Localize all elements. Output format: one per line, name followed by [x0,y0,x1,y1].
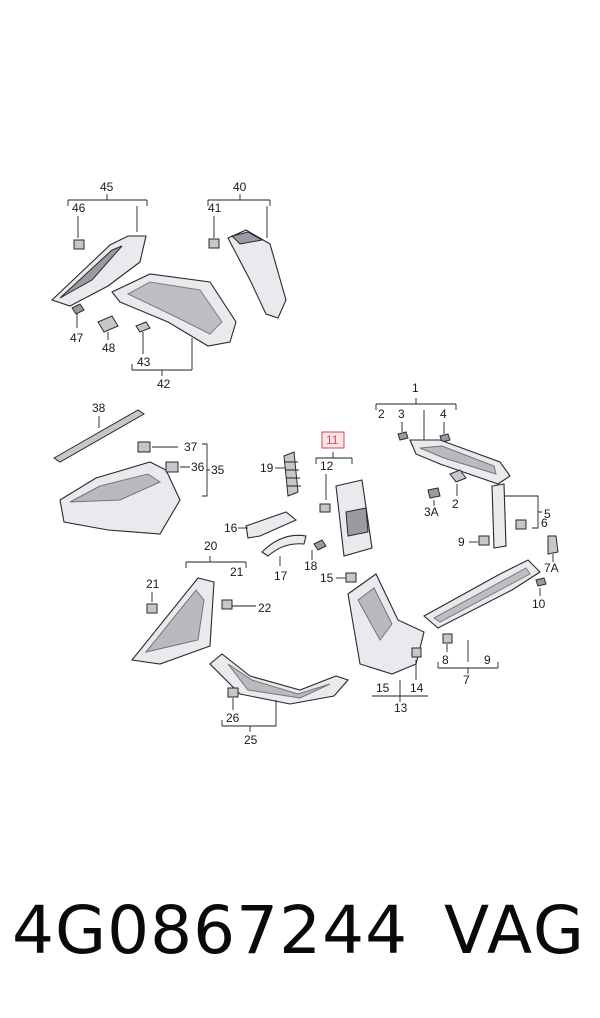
clip-6 [515,519,527,530]
callout-3: 3 [398,407,405,421]
screw-3 [397,431,409,441]
clip-46 [73,239,85,250]
callout-21b: 21 [146,577,160,591]
callout-13: 13 [394,701,408,715]
callout-6: 6 [541,516,548,530]
callout-18: 18 [304,559,318,573]
a-pillar-cover [227,229,287,319]
callout-9: 9 [484,653,491,667]
callout-46: 46 [72,201,86,215]
callout-36: 36 [191,460,205,474]
clip-37 [137,441,151,453]
handle-bracket-16 [245,511,298,539]
clip-7a [547,535,559,555]
callout-25: 25 [244,733,258,747]
clip-14 [411,647,422,658]
clip-12 [319,503,331,513]
part-group-40: 40 41 [207,180,287,319]
clip-43 [135,321,151,333]
a-pillar-lower-5 [491,483,507,549]
callout-26: 26 [226,711,240,725]
callout-38: 38 [92,401,106,415]
brand-label: VAG [443,892,586,969]
screw-47 [71,303,85,315]
callout-42: 42 [157,377,171,391]
callout-5: 5 [544,507,551,521]
callout-1: 1 [412,381,419,395]
screw-3a [427,487,441,499]
screw-10 [535,577,547,587]
callout-20: 20 [204,539,218,553]
callout-41: 41 [208,201,222,215]
part-group-35: 38 37 36 35 [53,401,225,535]
callout-7: 7 [463,673,470,687]
cap-48 [97,315,119,333]
part-group-42: 43 42 [111,273,237,391]
part-group-20: 20 21 21 22 [130,539,272,665]
part-group-16-19: 19 16 17 18 [224,451,327,583]
callout-40: 40 [233,180,247,194]
callout-4: 4 [440,407,447,421]
callout-22: 22 [258,601,272,615]
clip-15 [345,572,357,583]
part-group-45: 45 46 47 48 [50,180,148,355]
part-group-1: 1 2 3 4 2 3A 5 6 9 7A 10 8 9 [375,381,559,687]
clip-21 [146,603,158,614]
callout-19: 19 [260,461,274,475]
callout-2b: 2 [452,497,459,511]
callout-2: 2 [378,407,385,421]
callout-17: 17 [274,569,288,583]
clip-22 [221,599,233,610]
callout-11: 11 [326,433,339,447]
callout-9b: 9 [458,535,465,549]
callout-15a: 15 [320,571,334,585]
part-group-13: 15 14 15 13 [320,571,428,715]
part-group-11: 11 12 [315,431,373,557]
callout-16: 16 [224,521,238,535]
callout-35: 35 [211,463,225,477]
clip-9 [478,535,490,546]
callout-12: 12 [320,459,334,473]
callout-3a: 3A [424,505,439,519]
parts-diagram: 45 46 47 48 40 41 43 42 38 [50,180,559,747]
callout-45: 45 [100,180,114,194]
callout-48: 48 [102,341,116,355]
callout-7a: 7A [544,561,559,575]
clip-36 [165,461,179,473]
trim-strip-38 [53,409,145,463]
clip-41 [208,238,220,249]
callout-8: 8 [442,653,449,667]
grab-handle-17 [261,534,307,557]
spring-19 [283,451,299,497]
callout-15b: 15 [376,681,390,695]
screw-18 [313,539,327,551]
callout-14: 14 [410,681,424,695]
clip-26 [227,687,239,698]
callout-21a: 21 [230,565,244,579]
callout-43: 43 [137,355,151,369]
clip-8 [442,633,453,644]
callout-47: 47 [70,331,84,345]
part-number: 4G0867244 [12,892,409,969]
part-group-25: 26 25 [209,653,349,747]
highlight-box-11 [321,431,345,449]
clip-2 [449,469,467,483]
callout-10: 10 [532,597,546,611]
callout-37: 37 [184,440,198,454]
